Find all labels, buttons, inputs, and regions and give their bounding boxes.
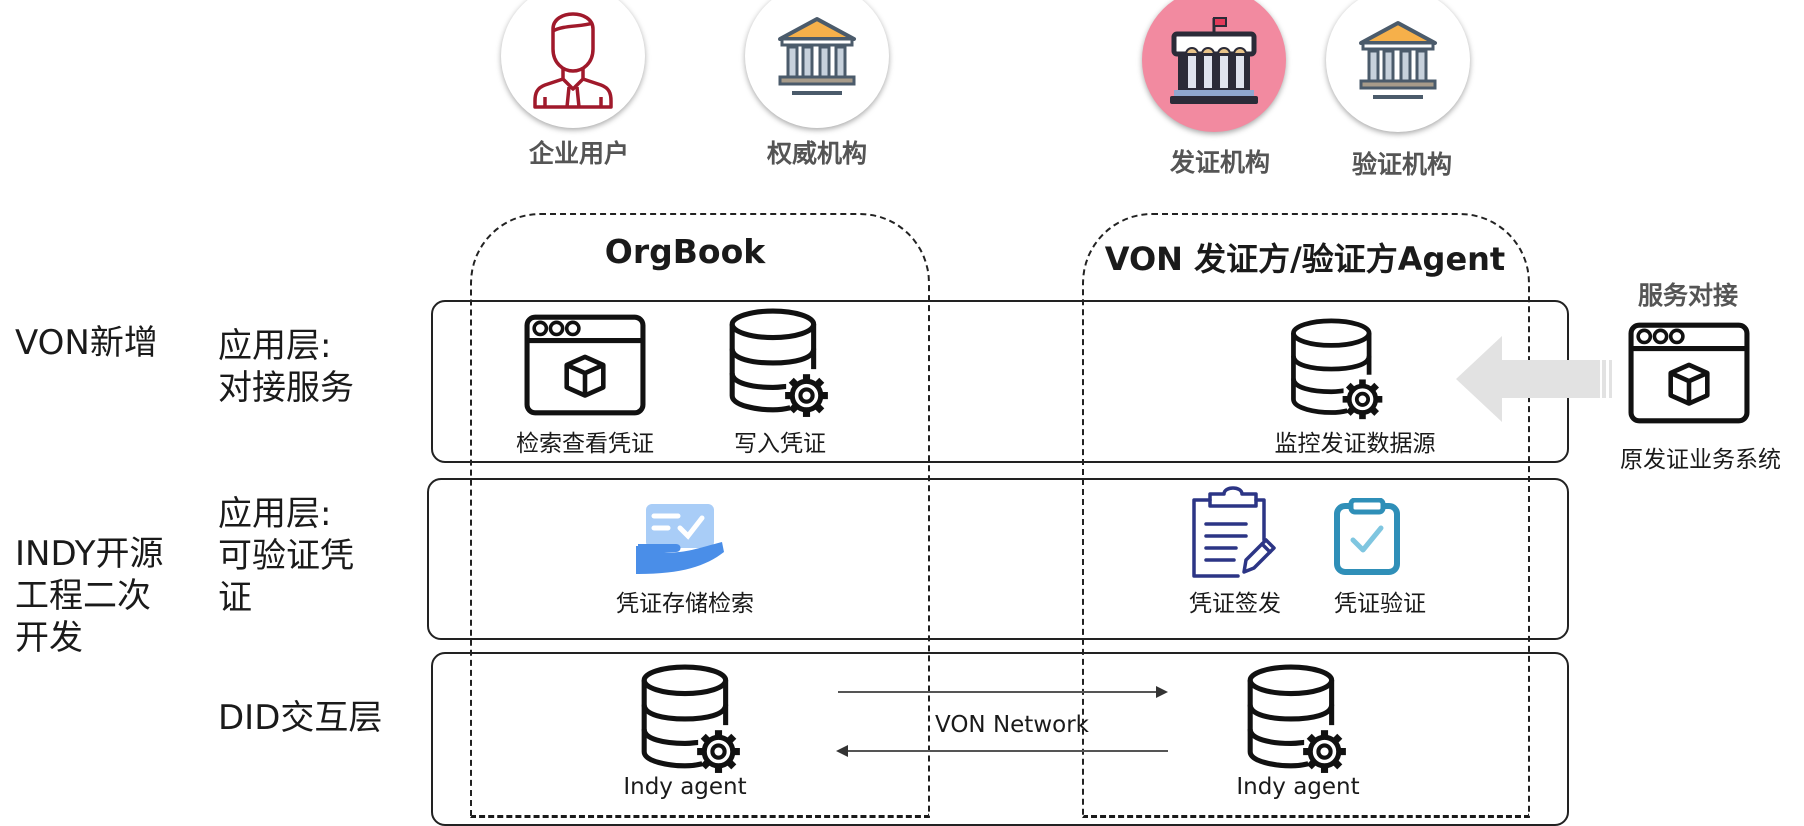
browser-window-cube-icon — [524, 314, 646, 416]
actor-enterprise-user — [501, 0, 645, 128]
actor-issuer — [1142, 0, 1286, 132]
indy-dev-line: 开发 — [15, 618, 83, 658]
right-arrow-icon — [838, 686, 1168, 698]
item-label-write-credential: 写入凭证 — [734, 431, 826, 457]
orgbook-title: OrgBook — [604, 232, 766, 271]
von-agent-title: VON 发证方/验证方Agent — [1104, 240, 1506, 278]
item-label-monitor-issuing-source: 监控发证数据源 — [1274, 431, 1436, 457]
item-label-indy-agent-orgbook: Indy agent — [623, 774, 747, 800]
layer-label-line: 对接服务 — [218, 368, 354, 408]
layer-label-did: DID交互层 — [218, 697, 382, 739]
indy-dev-label: INDY开源 工程二次 开发 — [15, 533, 164, 659]
actor-authority — [745, 0, 889, 128]
von-added-label: VON新增 — [15, 323, 158, 363]
layer-box-verifiable-credential — [427, 478, 1569, 640]
item-label-credential-storage-search: 凭证存储检索 — [616, 591, 754, 617]
layer-label-verifiable-credential: 应用层: 可验证凭 证 — [218, 493, 354, 619]
database-gear-icon — [634, 664, 746, 776]
database-gear-icon — [722, 308, 834, 420]
clipboard-edit-icon — [1192, 486, 1276, 578]
businessman-icon — [533, 12, 613, 109]
layer-label-line: DID交互层 — [218, 698, 383, 738]
original-issuing-system-label: 原发证业务系统 — [1620, 447, 1781, 473]
service-integration-title: 服务对接 — [1638, 281, 1739, 310]
hand-credential-icon — [636, 504, 724, 574]
left-arrow-icon — [1456, 336, 1612, 422]
layer-label-line: 应用层: — [218, 494, 332, 534]
actor-label-verifier: 验证机构 — [1351, 150, 1452, 179]
left-arrow-icon — [836, 745, 1168, 757]
actor-label-issuer: 发证机构 — [1169, 148, 1270, 177]
layer-box-did — [431, 652, 1569, 826]
database-gear-icon — [1240, 664, 1352, 776]
item-label-indy-agent-von: Indy agent — [1236, 774, 1360, 800]
indy-dev-line: INDY开源 — [15, 534, 164, 574]
clipboard-check-icon — [1334, 498, 1400, 575]
institution-building-icon — [778, 17, 856, 95]
actor-label-enterprise-user: 企业用户 — [528, 139, 629, 168]
browser-window-cube-icon — [1628, 322, 1750, 424]
layer-label-line: 应用层: — [218, 326, 332, 366]
actor-verifier — [1326, 0, 1470, 132]
database-gear-icon — [1286, 318, 1386, 422]
layer-label-line: 可验证凭 — [218, 536, 354, 576]
layer-label-app-service: 应用层: 对接服务 — [218, 325, 354, 409]
item-label-credential-verify: 凭证验证 — [1334, 591, 1426, 617]
indy-dev-line: 工程二次 — [15, 576, 151, 616]
institution-building-icon — [1359, 21, 1437, 99]
actor-label-authority: 权威机构 — [766, 139, 867, 168]
layer-label-line: 证 — [218, 578, 252, 618]
item-label-credential-issue: 凭证签发 — [1189, 591, 1281, 617]
item-label-search-view-credential: 检索查看凭证 — [516, 431, 654, 457]
von-network-label: VON Network — [935, 712, 1089, 738]
issuer-building-icon — [1170, 17, 1258, 104]
